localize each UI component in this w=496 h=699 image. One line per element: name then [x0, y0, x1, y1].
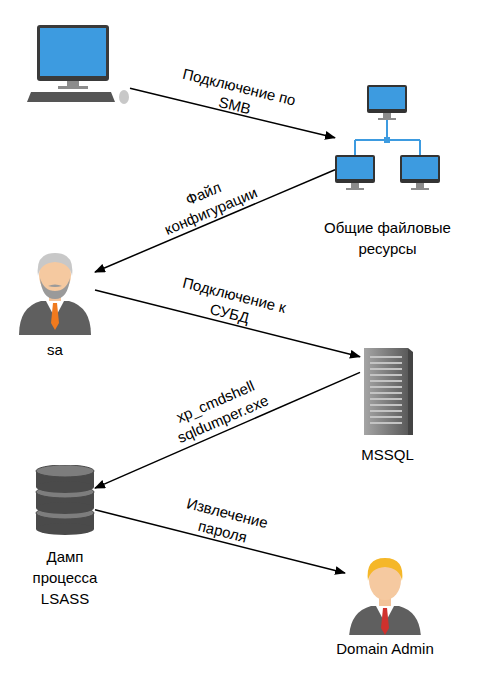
node-label: Дамп процесса LSASS — [28, 546, 103, 609]
database-node: Дамп процесса LSASS — [35, 465, 95, 535]
edge-label: Подключение к СУБД — [174, 272, 290, 336]
user-node: sa — [15, 245, 95, 335]
sa-icon — [15, 245, 95, 335]
server-icon — [360, 348, 415, 435]
user-node: Domain Admin — [345, 550, 425, 635]
node-label: sa — [20, 339, 90, 360]
edge-label: xp_cmdshell sqldumper.exe — [161, 371, 277, 450]
edge-label: Файл конфигурации — [154, 165, 261, 239]
file-share-node: Общие файловые ресурсы — [335, 85, 440, 195]
edge-label: Подключение по SMB — [174, 63, 300, 128]
db-icon — [35, 465, 95, 535]
admin-icon — [345, 550, 425, 635]
node-label: MSSQL — [343, 444, 433, 465]
edge-label: Извлечение пароля — [172, 491, 278, 552]
server-node: MSSQL — [360, 348, 415, 435]
computer-icon — [25, 25, 130, 105]
network-icon — [335, 85, 440, 195]
node-label: Общие файловые ресурсы — [308, 217, 468, 259]
computer-icon — [25, 25, 130, 105]
node-label: Domain Admin — [315, 638, 455, 659]
